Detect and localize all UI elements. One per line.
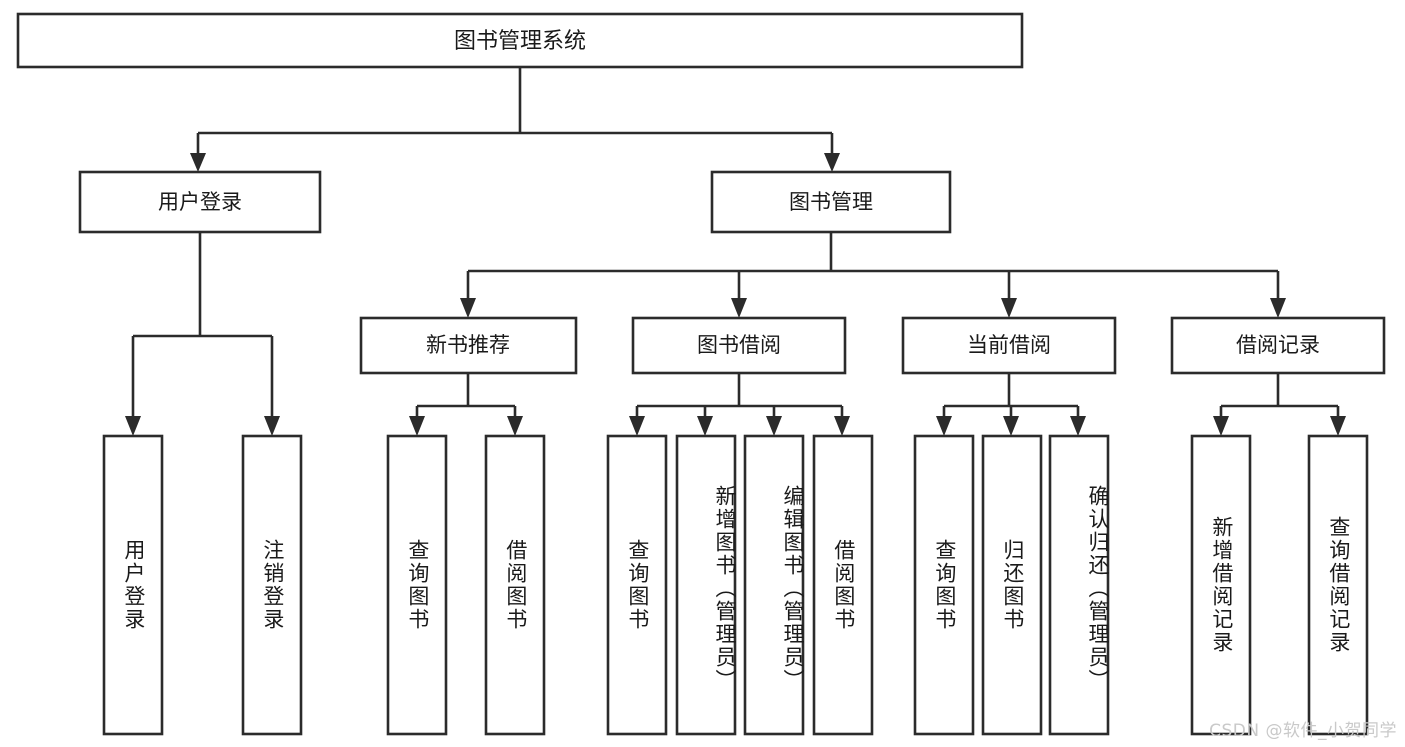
leaf-box-user-login[interactable]: [102, 434, 164, 736]
arrow-to-leaf-cb-confirm-return: [1070, 416, 1086, 436]
arrow-to-leaf-user-login: [125, 416, 141, 436]
arrow-to-leaf-br-add-record: [1213, 416, 1229, 436]
connector-new-book-recommend-to-leaves: [409, 373, 523, 436]
node-root[interactable]: 图书管理系统: [16, 12, 1024, 69]
new-book-recommend-box[interactable]: [359, 316, 578, 375]
node-book-borrow[interactable]: 图书借阅: [631, 316, 847, 375]
root-label: 图书管理系统: [454, 29, 586, 54]
arrow-to-borrow-record: [1270, 298, 1286, 318]
arrow-to-leaf-bb-query-book: [629, 416, 645, 436]
connector-book-borrow-to-leaves: [629, 373, 850, 436]
leaf-box-bb-add-book[interactable]: [675, 434, 737, 736]
leaf-box-cb-return-book[interactable]: [981, 434, 1043, 736]
arrow-to-leaf-cb-query-book: [936, 416, 952, 436]
borrow-record-box[interactable]: [1170, 316, 1386, 375]
arrow-to-book-borrow: [731, 298, 747, 318]
arrow-to-new-book-recommend: [460, 298, 476, 318]
leaf-box-nbr-borrow-book[interactable]: [484, 434, 546, 736]
arrow-to-leaf-logout: [264, 416, 280, 436]
arrow-to-leaf-nbr-query-book: [409, 416, 425, 436]
leaf-box-bb-borrow-book[interactable]: [812, 434, 874, 736]
node-user-login[interactable]: 用户登录: [78, 170, 322, 234]
connector-book-manage-to-level3: [460, 232, 1286, 318]
leaf-box-br-add-record[interactable]: [1190, 434, 1252, 736]
arrow-to-leaf-br-query-record: [1330, 416, 1346, 436]
borrow-record-label: 借阅记录: [1236, 333, 1320, 357]
connector-root-to-level2: [190, 67, 840, 172]
arrow-to-leaf-bb-add-book: [697, 416, 713, 436]
node-borrow-record[interactable]: 借阅记录: [1170, 316, 1386, 375]
node-current-borrow[interactable]: 当前借阅: [901, 316, 1117, 375]
new-book-recommend-label: 新书推荐: [426, 333, 510, 357]
arrow-to-leaf-bb-borrow-book: [834, 416, 850, 436]
current-borrow-label: 当前借阅: [967, 333, 1051, 357]
root-box[interactable]: [16, 12, 1024, 69]
book-manage-label: 图书管理: [789, 190, 873, 214]
arrow-to-leaf-nbr-borrow-book: [507, 416, 523, 436]
leaf-box-nbr-query-book[interactable]: [386, 434, 448, 736]
arrow-to-leaf-bb-edit-book: [766, 416, 782, 436]
arrow-to-book-manage: [824, 153, 840, 172]
book-manage-box[interactable]: [710, 170, 952, 234]
leaf-box-cb-confirm-return[interactable]: [1048, 434, 1110, 736]
node-book-manage[interactable]: 图书管理: [710, 170, 952, 234]
arrow-to-user-login: [190, 153, 206, 172]
book-borrow-label: 图书借阅: [697, 333, 781, 357]
leaf-box-cb-query-book[interactable]: [913, 434, 975, 736]
arrow-to-leaf-cb-return-book: [1003, 416, 1019, 436]
node-new-book-recommend[interactable]: 新书推荐: [359, 316, 578, 375]
connector-borrow-record-to-leaves: [1213, 373, 1346, 436]
arrow-to-current-borrow: [1001, 298, 1017, 318]
leaf-box-bb-query-book[interactable]: [606, 434, 668, 736]
leaf-box-logout[interactable]: [241, 434, 303, 736]
user-login-label: 用户登录: [158, 190, 242, 214]
leaf-box-bb-edit-book[interactable]: [743, 434, 805, 736]
book-borrow-box[interactable]: [631, 316, 847, 375]
connector-current-borrow-to-leaves: [936, 373, 1086, 436]
connector-user-login-to-leaves: [125, 232, 280, 436]
current-borrow-box[interactable]: [901, 316, 1117, 375]
leaf-box-br-query-record[interactable]: [1307, 434, 1369, 736]
